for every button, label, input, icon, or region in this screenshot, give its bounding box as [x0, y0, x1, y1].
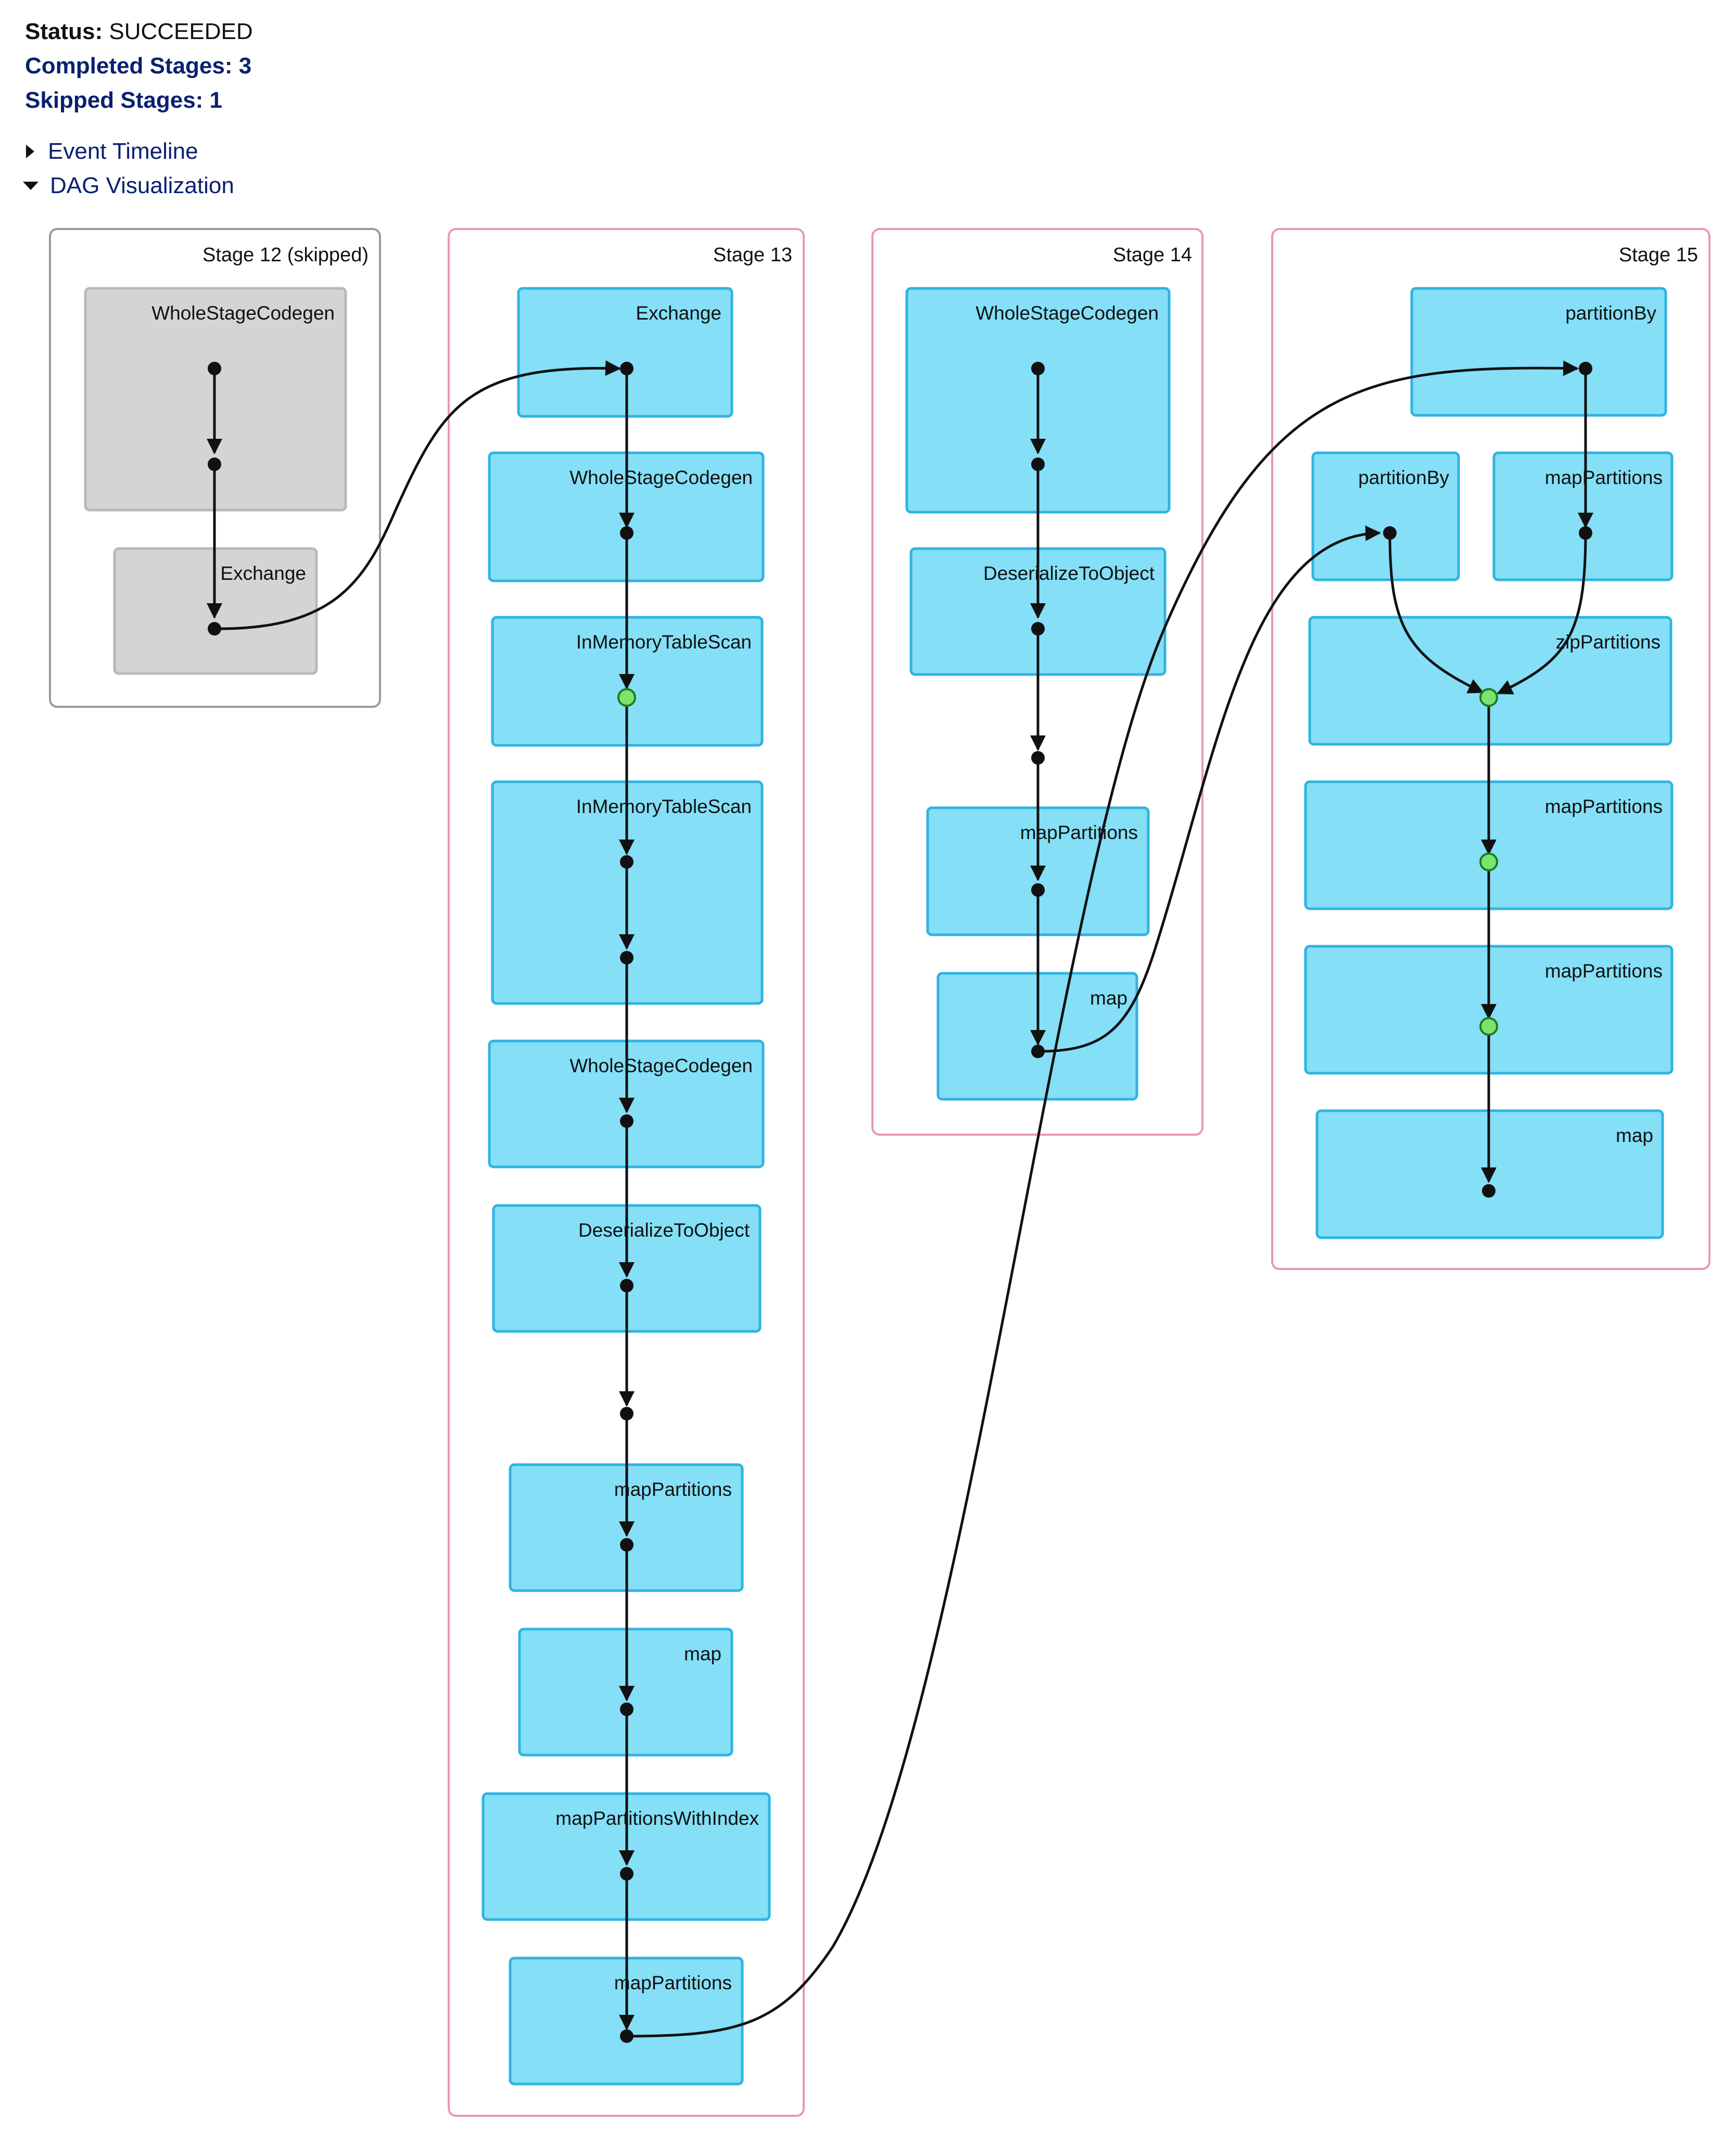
op-label: Exchange: [636, 302, 721, 324]
dag-visualization-toggle[interactable]: DAG Visualization: [23, 169, 234, 203]
expanded-arrow-icon: [23, 182, 39, 190]
op-label: Exchange: [220, 563, 306, 584]
visualization-toggles: Event Timeline DAG Visualization: [23, 134, 234, 203]
op-label: partitionBy: [1565, 302, 1656, 324]
rdd-node: [620, 1407, 633, 1420]
rdd-node: [1031, 751, 1045, 765]
edge: [1497, 532, 1587, 695]
rdd-node: [1482, 1184, 1496, 1198]
event-timeline-label: Event Timeline: [48, 138, 198, 164]
rdd-node: [1579, 362, 1592, 375]
op-label: map: [684, 1643, 721, 1665]
op-label: mapPartitions: [1545, 467, 1663, 488]
op-label: mapPartitions: [614, 1972, 732, 1993]
edge-cross-stage: [214, 360, 621, 630]
op-label: partitionBy: [1358, 467, 1449, 488]
rdd-node: [620, 951, 633, 964]
collapsed-arrow-icon: [26, 145, 34, 158]
completed-stages-label: Completed Stages:: [25, 53, 233, 79]
rdd-node: [208, 362, 221, 375]
rdd-node: [620, 526, 633, 540]
skipped-stages-label: Skipped Stages:: [25, 87, 204, 113]
op-zippartitions[interactable]: zipPartitions: [1308, 616, 1672, 746]
dag-edges: [207, 360, 1593, 2038]
op-label: WholeStageCodegen: [569, 467, 753, 488]
op-label: mapPartitions: [1020, 822, 1138, 843]
rdd-node: [620, 855, 633, 869]
op-partitionby[interactable]: partitionBy: [1311, 451, 1460, 581]
op-label: WholeStageCodegen: [569, 1055, 753, 1076]
rdd-node: [620, 2029, 633, 2043]
op-exchange[interactable]: Exchange: [517, 287, 733, 418]
op-label: map: [1090, 987, 1127, 1009]
rdd-node: [1031, 883, 1045, 897]
rdd-node: [1579, 526, 1592, 540]
rdd-node: [208, 622, 221, 636]
rdd-node: [620, 1279, 633, 1292]
op-mappartitions[interactable]: mapPartitions: [1492, 451, 1674, 581]
op-label: InMemoryTableScan: [576, 631, 752, 653]
stage-13-title: Stage 13: [713, 244, 792, 266]
op-label: mapPartitions: [614, 1479, 732, 1500]
stage-12-title: Stage 12 (skipped): [202, 244, 369, 266]
rdd-node: [1031, 362, 1045, 375]
rdd-node-cached: [617, 688, 636, 707]
rdd-node: [620, 1703, 633, 1716]
stage-13-box: [448, 228, 805, 2117]
rdd-node: [620, 362, 633, 375]
rdd-nodes: [208, 362, 1592, 2043]
status-row: Status: SUCCEEDED: [25, 15, 253, 49]
op-label: DeserializeToObject: [983, 563, 1155, 584]
event-timeline-toggle[interactable]: Event Timeline: [23, 134, 234, 169]
rdd-node: [1383, 526, 1397, 540]
op-partitionby[interactable]: partitionBy: [1410, 287, 1667, 417]
op-label: mapPartitions: [1545, 796, 1663, 817]
rdd-node: [1031, 1045, 1045, 1058]
op-label: mapPartitionsWithIndex: [555, 1808, 759, 1829]
rdd-node-cached: [1479, 853, 1498, 871]
op-label: WholeStageCodegen: [975, 302, 1159, 324]
stage-15-box: [1271, 228, 1710, 1270]
stage-15-cluster[interactable]: Stage 15 partitionBy partitionBy mapPart…: [1271, 228, 1710, 1270]
op-label: WholeStageCodegen: [151, 302, 335, 324]
rdd-node: [620, 1867, 633, 1881]
op-label: map: [1616, 1125, 1653, 1146]
stage-15-title: Stage 15: [1619, 244, 1698, 266]
completed-stages-row: Completed Stages: 3: [25, 49, 253, 83]
rdd-node: [1031, 458, 1045, 471]
op-label: InMemoryTableScan: [576, 796, 752, 817]
edge-cross-stage: [1037, 525, 1381, 1053]
status-label: Status:: [25, 19, 103, 44]
skipped-stages-row: Skipped Stages: 1: [25, 83, 253, 118]
status-value: SUCCEEDED: [109, 19, 253, 44]
rdd-node: [620, 1538, 633, 1552]
stage-14-title: Stage 14: [1113, 244, 1192, 266]
rdd-node: [620, 1114, 633, 1128]
edge: [1388, 532, 1484, 694]
completed-stages-value: 3: [238, 53, 252, 79]
job-summary: Status: SUCCEEDED Completed Stages: 3 Sk…: [25, 15, 253, 118]
rdd-node-cached: [1479, 1017, 1498, 1036]
skipped-stages-value: 1: [209, 87, 223, 113]
op-label: DeserializeToObject: [578, 1220, 750, 1241]
op-label: mapPartitions: [1545, 960, 1663, 982]
dag-visualization-label: DAG Visualization: [50, 173, 234, 198]
rdd-node: [208, 458, 221, 471]
op-label: zipPartitions: [1555, 631, 1661, 653]
edge-cross-stage: [626, 360, 1579, 2038]
stage-12-box: [49, 228, 381, 708]
rdd-node: [1031, 622, 1045, 636]
rdd-node-cached: [1479, 688, 1498, 707]
